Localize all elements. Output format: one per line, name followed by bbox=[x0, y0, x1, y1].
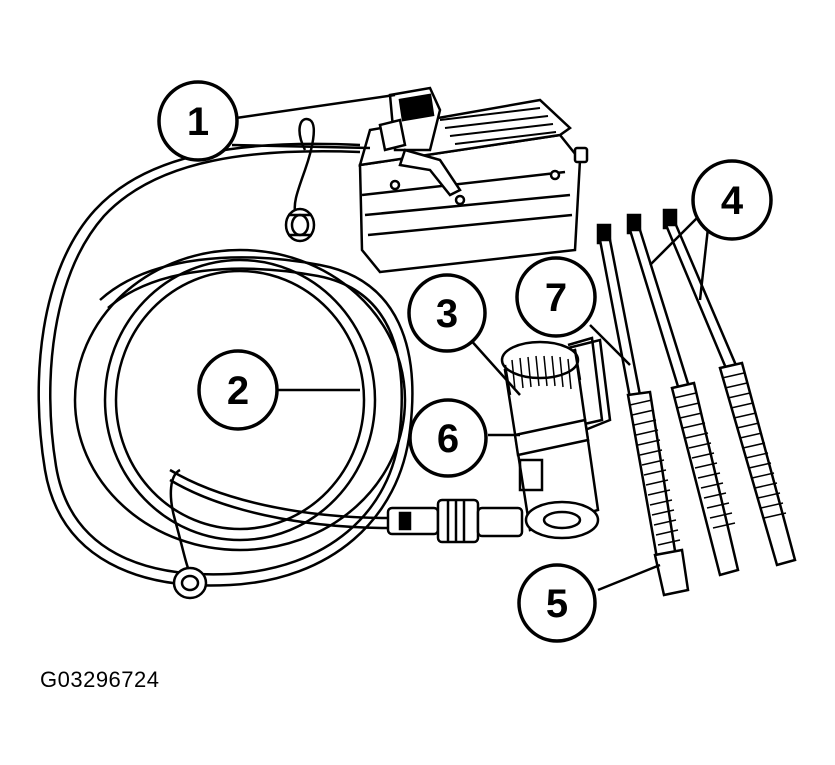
callout-3: 3 bbox=[407, 273, 487, 353]
extension-rod-2 bbox=[626, 213, 740, 577]
control-box bbox=[358, 86, 589, 274]
svg-text:6: 6 bbox=[437, 417, 459, 461]
extension-rod-1 bbox=[596, 223, 690, 597]
svg-text:1: 1 bbox=[187, 100, 209, 144]
cable-connector bbox=[386, 498, 524, 544]
svg-text:4: 4 bbox=[721, 179, 744, 223]
svg-text:7: 7 bbox=[545, 276, 567, 320]
extension-rod-3 bbox=[662, 208, 797, 567]
dust-cap-bottom bbox=[169, 468, 208, 600]
callout-4: 4 bbox=[691, 159, 773, 241]
svg-text:3: 3 bbox=[436, 292, 458, 336]
svg-text:2: 2 bbox=[227, 369, 249, 413]
callout-2: 2 bbox=[197, 349, 279, 431]
callout-1: 1 bbox=[157, 80, 239, 162]
figure-id-label: G03296724 bbox=[40, 667, 160, 692]
callout-5: 5 bbox=[517, 563, 597, 643]
cable-hose bbox=[37, 142, 414, 587]
callout-6: 6 bbox=[408, 398, 488, 478]
hydraulic-cylinder bbox=[500, 336, 612, 540]
callout-7: 7 bbox=[515, 256, 597, 338]
svg-text:5: 5 bbox=[546, 582, 568, 626]
leader-lines bbox=[231, 93, 710, 592]
dust-cap-top bbox=[284, 117, 316, 243]
